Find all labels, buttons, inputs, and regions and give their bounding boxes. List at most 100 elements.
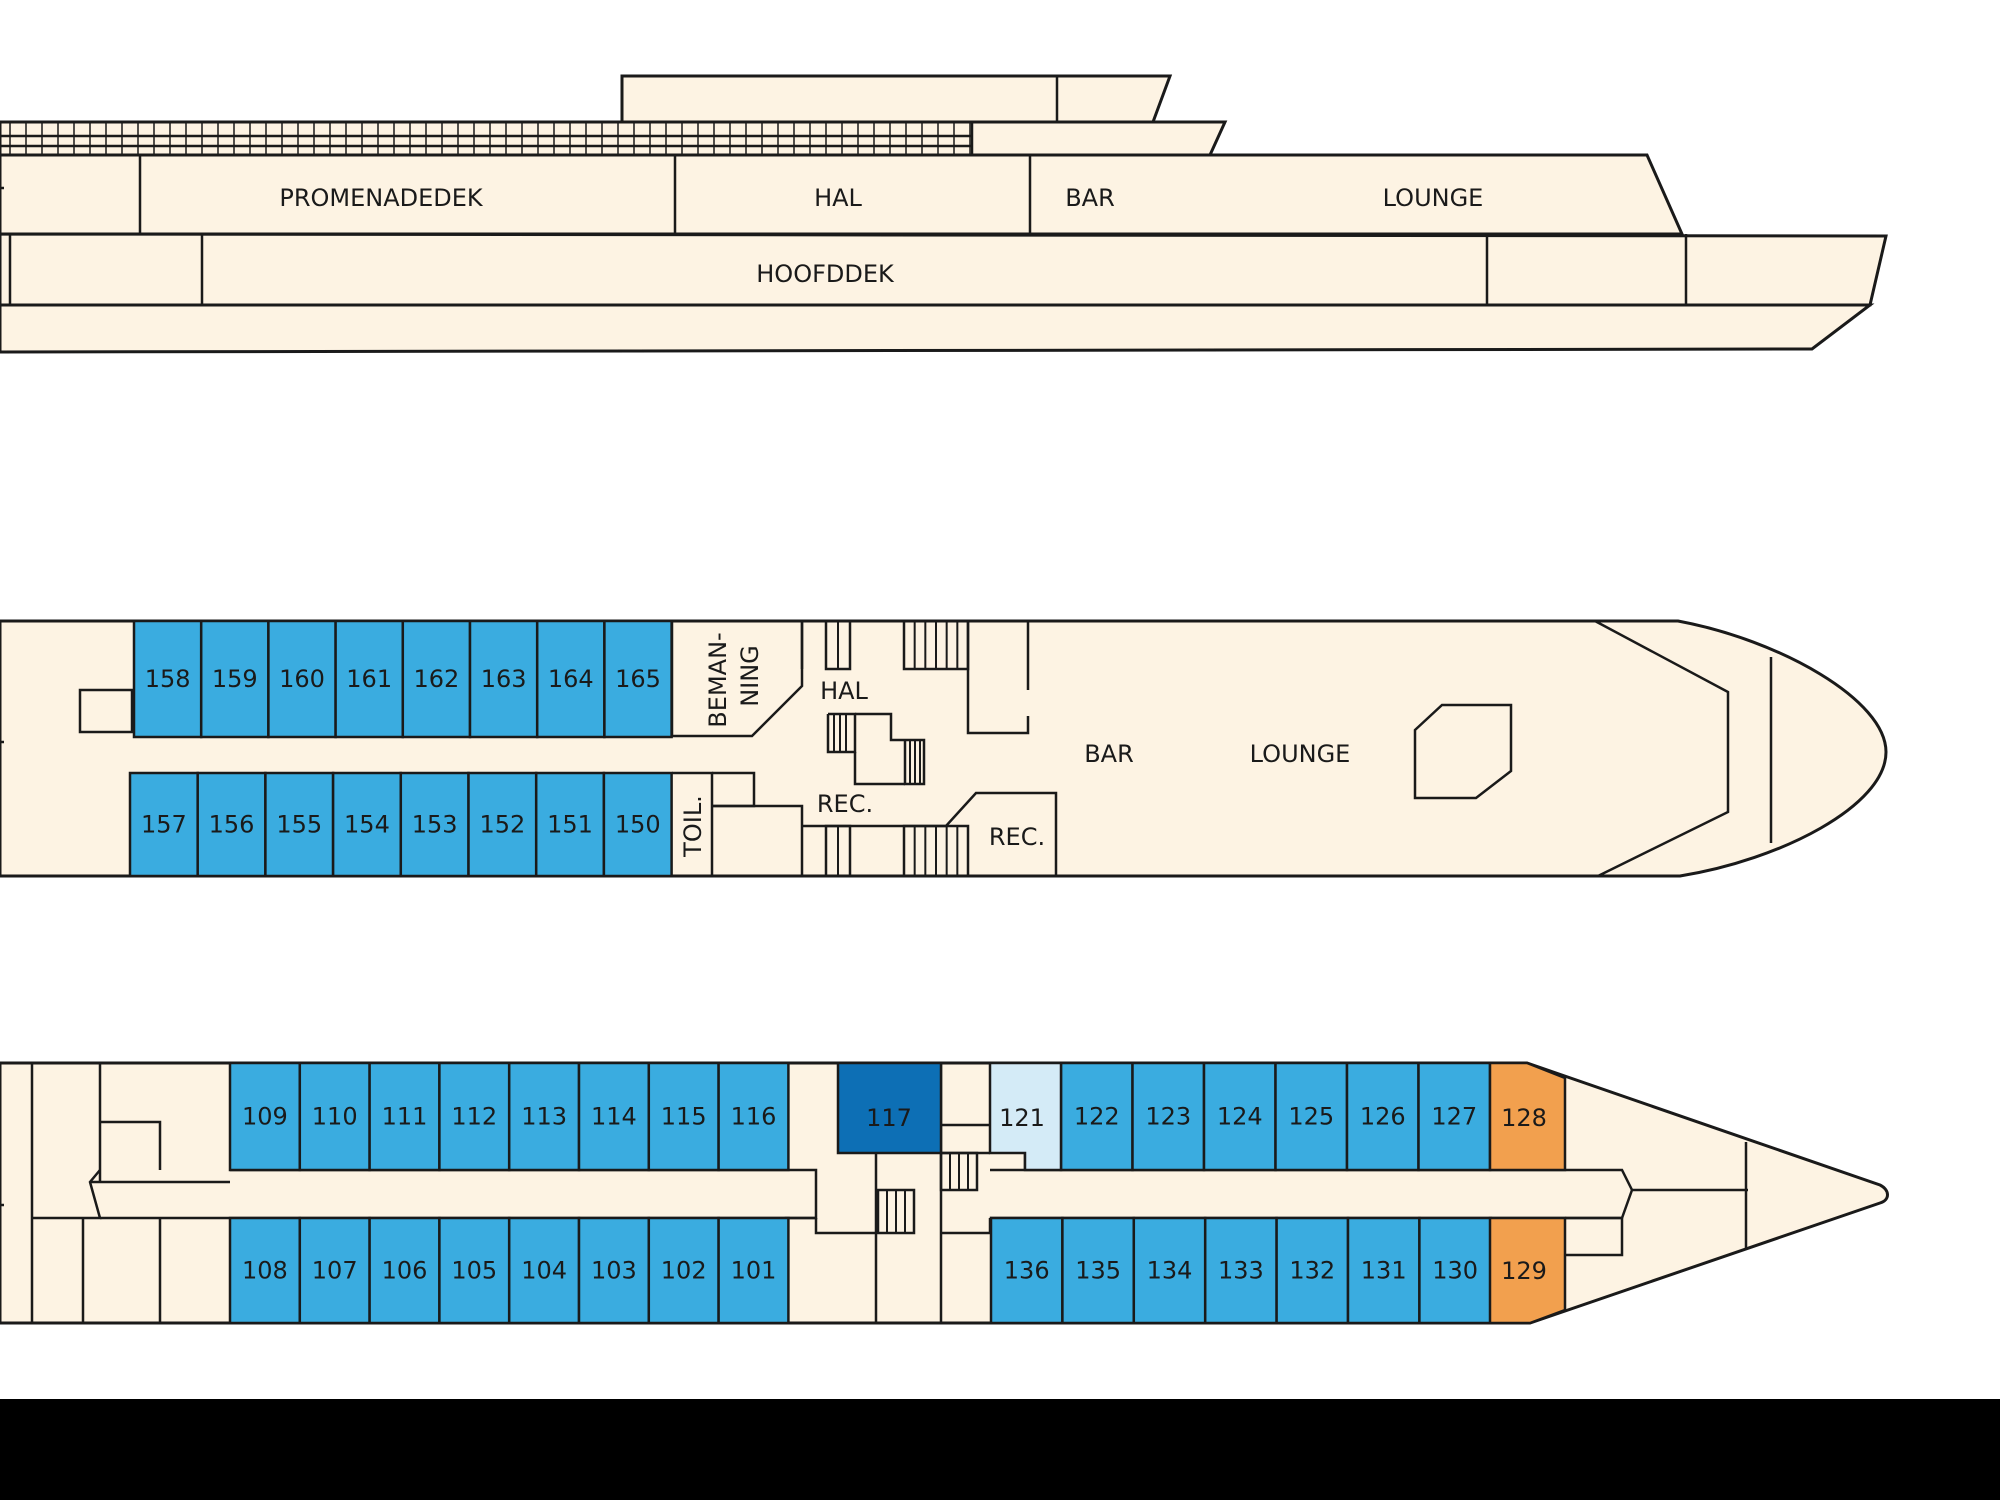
cabin-113-area[interactable] bbox=[507, 1061, 581, 1172]
cabin-134[interactable]: 134 bbox=[1132, 1216, 1207, 1325]
cabin-107[interactable]: 107 bbox=[298, 1216, 371, 1325]
cabin-132-area[interactable] bbox=[1275, 1216, 1350, 1325]
cabin-133-area[interactable] bbox=[1203, 1216, 1278, 1325]
cabin-164[interactable]: 164 bbox=[535, 619, 606, 739]
cabin-105-area[interactable] bbox=[438, 1216, 511, 1325]
cabin-155[interactable]: 155 bbox=[264, 771, 335, 878]
cabin-110[interactable]: 110 bbox=[298, 1061, 371, 1172]
cabin-124-area[interactable] bbox=[1202, 1061, 1277, 1172]
cabin-number: 121 bbox=[999, 1104, 1045, 1132]
room-wall bbox=[814, 1218, 878, 1323]
cabin-161-area[interactable] bbox=[334, 619, 405, 739]
cabin-129-area[interactable] bbox=[1488, 1216, 1567, 1325]
cabin-151-area[interactable] bbox=[534, 771, 606, 878]
promenade-deck-label: PROMENADEDEK bbox=[279, 184, 484, 212]
cabin-150-area[interactable] bbox=[602, 771, 673, 878]
cabin-number: 129 bbox=[1501, 1257, 1547, 1285]
cabin-number: 114 bbox=[591, 1103, 637, 1131]
cabin-150[interactable]: 150 bbox=[602, 771, 673, 878]
cabin-154[interactable]: 154 bbox=[331, 771, 403, 878]
cabin-111[interactable]: 111 bbox=[368, 1061, 441, 1172]
cabin-113[interactable]: 113 bbox=[507, 1061, 581, 1172]
cabin-122[interactable]: 122 bbox=[1059, 1061, 1134, 1172]
cabin-153[interactable]: 153 bbox=[399, 771, 470, 878]
cabin-131[interactable]: 131 bbox=[1346, 1216, 1421, 1325]
cabin-106[interactable]: 106 bbox=[368, 1216, 441, 1325]
cabin-103[interactable]: 103 bbox=[577, 1216, 651, 1325]
cabin-134-area[interactable] bbox=[1132, 1216, 1207, 1325]
room-wall bbox=[32, 1169, 102, 1220]
cabin-165[interactable]: 165 bbox=[603, 619, 673, 739]
cabin-135[interactable]: 135 bbox=[1061, 1216, 1136, 1325]
cabin-105[interactable]: 105 bbox=[438, 1216, 511, 1325]
cabin-130-area[interactable] bbox=[1418, 1216, 1493, 1325]
cabin-109[interactable]: 109 bbox=[228, 1061, 302, 1172]
cabin-108[interactable]: 108 bbox=[228, 1216, 302, 1325]
cabin-165-area[interactable] bbox=[603, 619, 673, 739]
cabin-number: 103 bbox=[591, 1257, 637, 1285]
cabin-103-area[interactable] bbox=[577, 1216, 651, 1325]
cabin-127-area[interactable] bbox=[1417, 1061, 1492, 1172]
cabin-104-area[interactable] bbox=[507, 1216, 581, 1325]
cabin-121[interactable]: 121 bbox=[988, 1061, 1063, 1172]
cabin-102[interactable]: 102 bbox=[647, 1216, 720, 1325]
cabin-130[interactable]: 130 bbox=[1418, 1216, 1493, 1325]
cabin-152[interactable]: 152 bbox=[467, 771, 538, 878]
cabin-159[interactable]: 159 bbox=[199, 619, 270, 739]
cabin-102-area[interactable] bbox=[647, 1216, 720, 1325]
cabin-157[interactable]: 157 bbox=[128, 771, 199, 878]
cabin-160-area[interactable] bbox=[267, 619, 337, 739]
cabin-132[interactable]: 132 bbox=[1275, 1216, 1350, 1325]
cabin-161[interactable]: 161 bbox=[334, 619, 405, 739]
cabin-112[interactable]: 112 bbox=[438, 1061, 511, 1172]
cabin-number: 161 bbox=[346, 665, 392, 693]
cabin-115[interactable]: 115 bbox=[647, 1061, 720, 1172]
cabin-117[interactable]: 117 bbox=[836, 1061, 943, 1155]
cabin-131-area[interactable] bbox=[1346, 1216, 1421, 1325]
cabin-101-area[interactable] bbox=[717, 1216, 790, 1325]
cabin-126[interactable]: 126 bbox=[1345, 1061, 1420, 1172]
cabin-116[interactable]: 116 bbox=[717, 1061, 790, 1172]
cabin-151[interactable]: 151 bbox=[534, 771, 606, 878]
cabin-110-area[interactable] bbox=[298, 1061, 371, 1172]
cabin-128-area[interactable] bbox=[1488, 1061, 1567, 1172]
cabin-number: 113 bbox=[521, 1103, 567, 1131]
ship-side-view: PROMENADEDEK HAL BAR LOUNGE HOOFDDEK bbox=[0, 74, 1888, 354]
cabin-163[interactable]: 163 bbox=[468, 619, 539, 739]
cabin-154-area[interactable] bbox=[331, 771, 403, 878]
cabin-125[interactable]: 125 bbox=[1274, 1061, 1349, 1172]
cabin-123[interactable]: 123 bbox=[1131, 1061, 1206, 1172]
cabin-162[interactable]: 162 bbox=[401, 619, 472, 739]
cabin-159-area[interactable] bbox=[199, 619, 270, 739]
cabin-157-area[interactable] bbox=[128, 771, 199, 878]
cabin-116-area[interactable] bbox=[717, 1061, 790, 1172]
cabin-129[interactable]: 129 bbox=[1488, 1216, 1567, 1325]
cabin-124[interactable]: 124 bbox=[1202, 1061, 1277, 1172]
cabin-114-area[interactable] bbox=[577, 1061, 651, 1172]
cabin-107-area[interactable] bbox=[298, 1216, 371, 1325]
cabin-101[interactable]: 101 bbox=[717, 1216, 790, 1325]
cabin-156-area[interactable] bbox=[196, 771, 267, 878]
cabin-number: 165 bbox=[615, 665, 661, 693]
cabin-136-area[interactable] bbox=[989, 1216, 1064, 1325]
cabin-nook bbox=[78, 688, 134, 734]
cabin-127[interactable]: 127 bbox=[1417, 1061, 1492, 1172]
cabin-number: 134 bbox=[1147, 1257, 1193, 1285]
cabin-136[interactable]: 136 bbox=[989, 1216, 1064, 1325]
cabin-121-area[interactable] bbox=[988, 1061, 1063, 1172]
cabin-156[interactable]: 156 bbox=[196, 771, 267, 878]
cabin-104[interactable]: 104 bbox=[507, 1216, 581, 1325]
cabin-111-area[interactable] bbox=[368, 1061, 441, 1172]
cabin-108-area[interactable] bbox=[228, 1216, 302, 1325]
cabin-number: 111 bbox=[382, 1103, 428, 1131]
cabin-163-area[interactable] bbox=[468, 619, 539, 739]
cabin-160[interactable]: 160 bbox=[267, 619, 337, 739]
cabin-133[interactable]: 133 bbox=[1203, 1216, 1278, 1325]
cabin-114[interactable]: 114 bbox=[577, 1061, 651, 1172]
cabin-123-area[interactable] bbox=[1131, 1061, 1206, 1172]
cabin-158[interactable]: 158 bbox=[132, 619, 203, 739]
cabin-128[interactable]: 128 bbox=[1488, 1061, 1567, 1172]
cabin-117-area[interactable] bbox=[836, 1061, 943, 1155]
bow-railing bbox=[1594, 619, 1730, 878]
cabin-106-area[interactable] bbox=[368, 1216, 441, 1325]
